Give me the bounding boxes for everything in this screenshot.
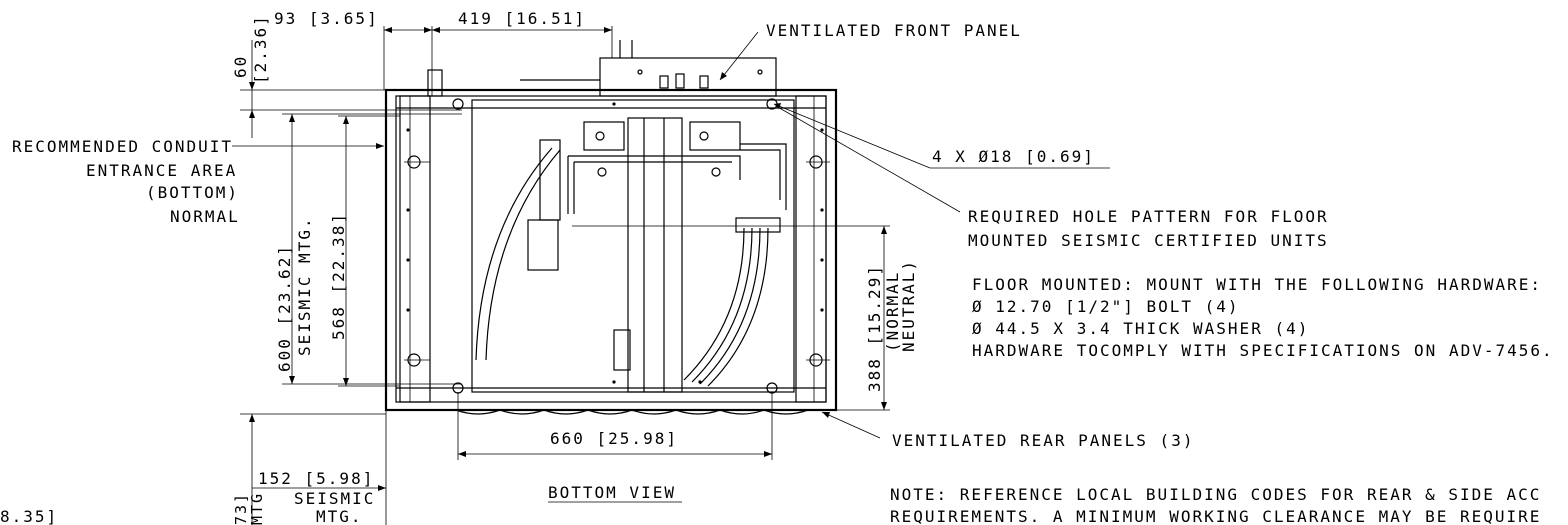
label-conduit-1: RECOMMENDED CONDUIT [12, 137, 233, 156]
dim-60-inch: [2.36] [251, 14, 270, 84]
annotation-labels: VENTILATED FRONT PANEL RECOMMENDED CONDU… [12, 21, 1554, 525]
dim-152: 152 [5.98] [258, 469, 374, 488]
label-front-panel: VENTILATED FRONT PANEL [766, 21, 1022, 40]
dim-left-partial: 8.35] [0, 507, 58, 525]
view-title: BOTTOM VIEW [548, 483, 676, 502]
note-line-2: REQUIREMENTS. A MINIMUM WORKING CLEARANC… [890, 507, 1541, 525]
busbars-and-cables [475, 121, 787, 387]
dim-660: 660 [25.98] [550, 429, 678, 448]
dimension-labels: 93 [3.65] 419 [16.51] 60 [2.36] 600 [23.… [0, 9, 918, 525]
dim-left-partial2: 73] [232, 492, 250, 525]
dim-600-sub: SEISMIC MTG. [295, 216, 314, 356]
label-conduit-3: (BOTTOM) [146, 183, 239, 202]
dim-152-sub1: SEISMIC [294, 489, 375, 508]
front-panel-cap [427, 40, 777, 97]
label-conduit-4: NORMAL [170, 207, 240, 226]
dim-93: 93 [3.65] [274, 9, 379, 28]
dim-152-sub2: MTG. [316, 507, 363, 525]
label-holes: 4 X Ø18 [0.69] [932, 147, 1095, 166]
dim-left-partial3: MTG [248, 492, 266, 525]
unit-outline [384, 88, 838, 412]
label-conduit-2: ENTRANCE AREA [86, 161, 237, 180]
label-hardware-title: FLOOR MOUNTED: MOUNT WITH THE FOLLOWING … [972, 275, 1542, 294]
dim-419: 419 [16.51] [458, 9, 586, 28]
inner-structure [455, 99, 809, 415]
label-hardware-1: Ø 12.70 [1/2"] BOLT (4) [972, 297, 1240, 316]
dim-60: 60 [231, 55, 250, 78]
dim-388-sub2: NEUTRAL) [899, 259, 918, 352]
label-hardware-2: Ø 44.5 X 3.4 THICK WASHER (4) [972, 319, 1309, 338]
label-rear-panels: VENTILATED REAR PANELS (3) [892, 431, 1194, 450]
dim-388: 388 [15.29] [865, 264, 884, 392]
dim-568: 568 [22.38] [329, 212, 348, 340]
label-hole-pattern-1: REQUIRED HOLE PATTERN FOR FLOOR [968, 207, 1329, 226]
dim-600: 600 [23.62] [275, 244, 294, 372]
mounting-holes [404, 98, 830, 394]
note-line-1: NOTE: REFERENCE LOCAL BUILDING CODES FOR… [890, 485, 1541, 504]
dimension-lines [232, 26, 1110, 525]
label-hole-pattern-2: MOUNTED SEISMIC CERTIFIED UNITS [968, 231, 1329, 250]
rail-dots [406, 102, 824, 384]
dim-388-sub1: (NORMAL [883, 271, 902, 352]
label-hardware-3: HARDWARE TOCOMPLY WITH SPECIFICATIONS ON… [972, 341, 1554, 360]
